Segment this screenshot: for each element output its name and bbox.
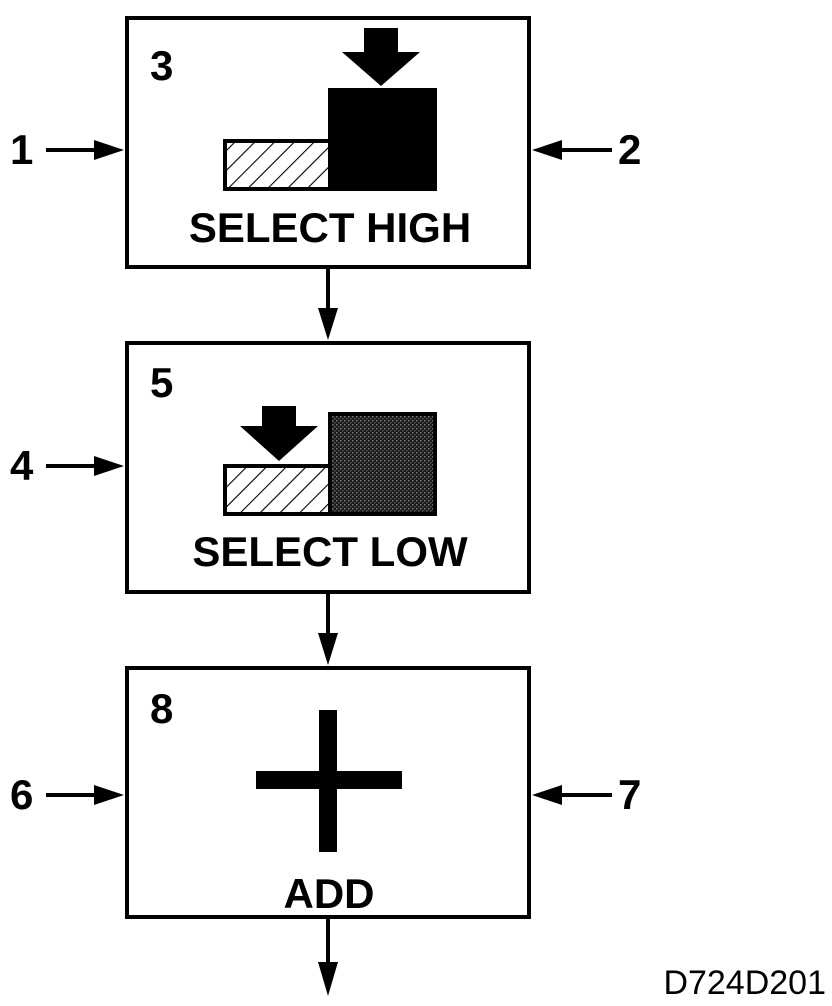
down-arrow-icon (240, 406, 318, 461)
input-label-7: 7 (618, 771, 641, 818)
input-label-4: 4 (10, 442, 34, 489)
select-low-label: SELECT LOW (192, 528, 468, 575)
input-arrow-6: 6 (10, 771, 124, 818)
input-arrow-1: 1 (10, 126, 124, 173)
input-arrow-7: 7 (532, 771, 641, 818)
input-arrow-2: 2 (532, 126, 641, 173)
figure-id: D724D201 (663, 964, 826, 1002)
add-number: 8 (150, 685, 173, 732)
input-label-1: 1 (10, 126, 33, 173)
add-label: ADD (284, 870, 375, 917)
flow-arrow-high-to-low (318, 267, 338, 340)
select-low-icon (223, 406, 437, 516)
select-high-number: 3 (150, 42, 173, 89)
plus-icon (256, 710, 402, 852)
down-arrow-icon (342, 28, 420, 86)
select-high-icon (223, 28, 437, 191)
add-block: 8 ADD (125, 666, 531, 919)
high-value-block (328, 88, 437, 191)
select-high-label: SELECT HIGH (189, 204, 471, 251)
high-value-block (328, 412, 437, 516)
select-low-block: 5 SELECT LOW (125, 341, 531, 594)
low-value-block (223, 139, 332, 191)
flow-arrow-output (318, 917, 338, 996)
flow-arrow-low-to-add (318, 592, 338, 665)
select-low-number: 5 (150, 359, 173, 406)
input-label-6: 6 (10, 771, 33, 818)
input-label-2: 2 (618, 126, 641, 173)
input-arrow-4: 4 (10, 442, 124, 489)
low-value-block (223, 464, 332, 516)
select-high-block: 3 SELECT HIGH (125, 16, 531, 269)
